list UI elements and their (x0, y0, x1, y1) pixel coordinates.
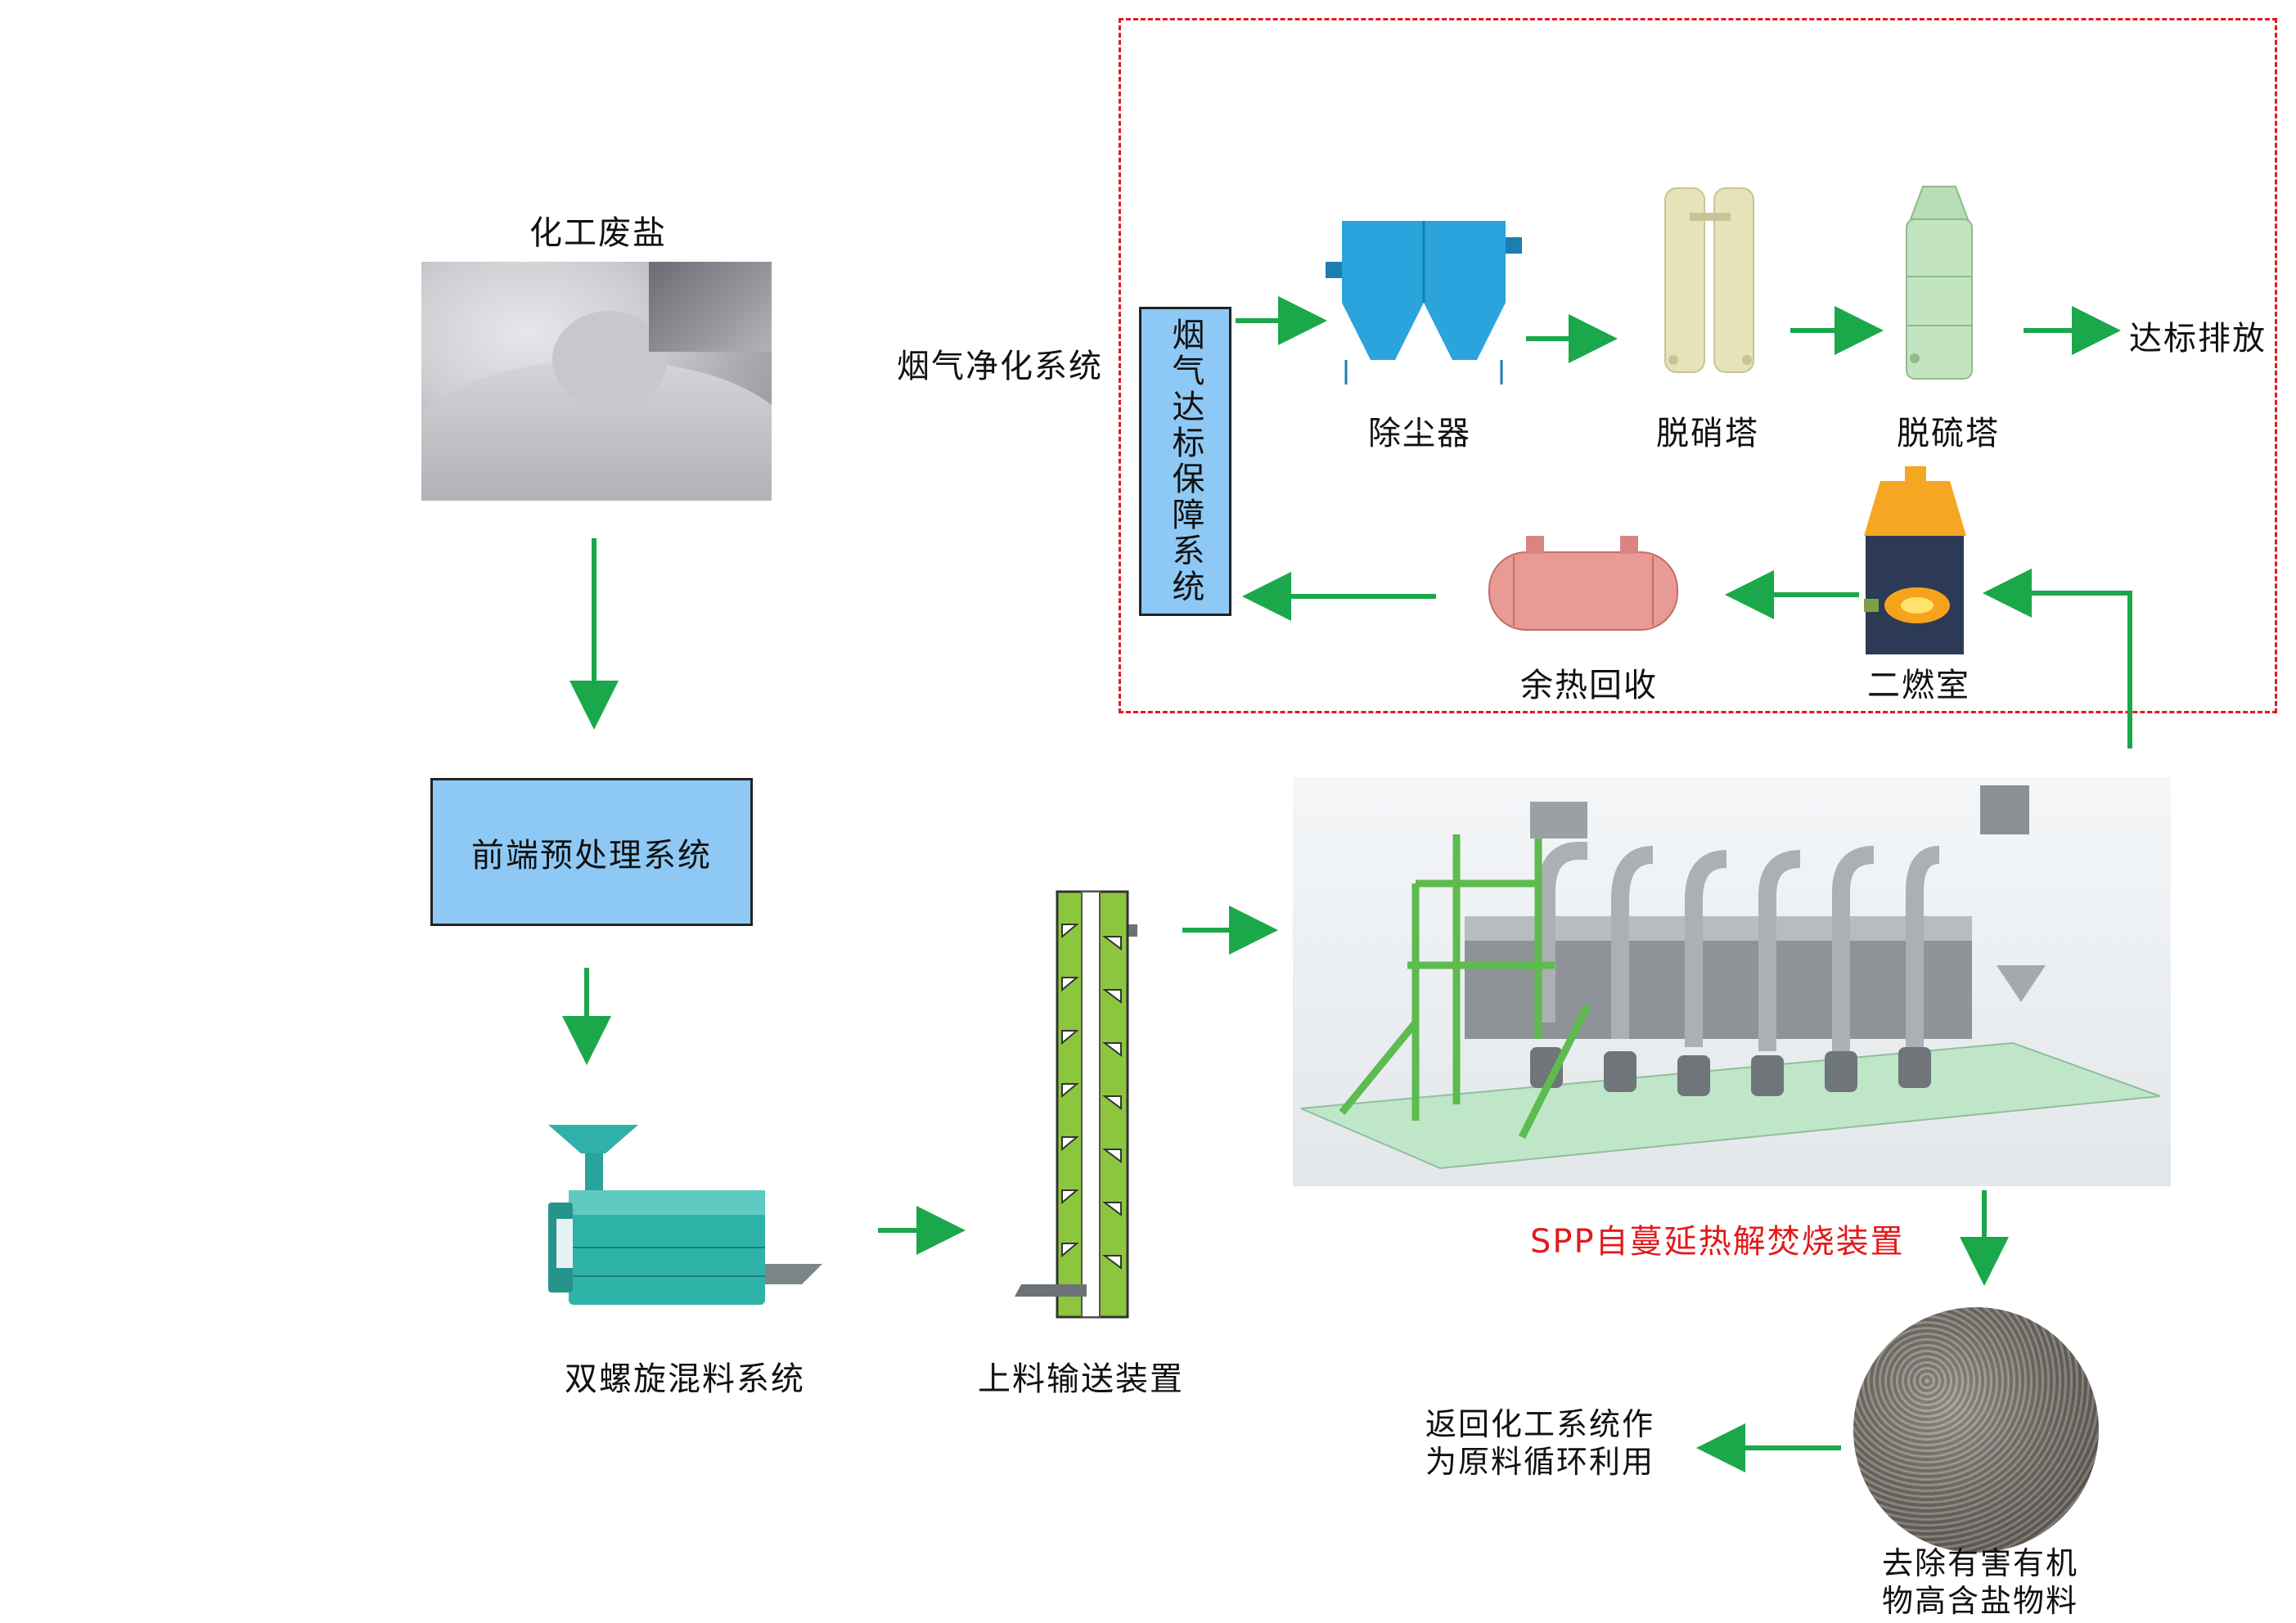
waste-salt-label: 化工废盐 (529, 214, 667, 252)
denitration-tower-unit (1657, 180, 1763, 380)
recycle-label: 返回化工系统作 为原料循环利用 (1425, 1405, 1654, 1481)
waste-salt-image (421, 262, 772, 501)
recycle-label-line2: 为原料循环利用 (1425, 1444, 1655, 1480)
desulfurization-tower-unit (1898, 186, 1980, 383)
mixing-label: 双螺旋混料系统 (565, 1360, 805, 1398)
bucket-conveyor (1015, 890, 1146, 1319)
flue-gas-zone-border (1119, 18, 2277, 713)
spp-furnace-image (1293, 777, 2171, 1186)
product-label-line1: 去除有害有机 (1881, 1545, 2078, 1581)
desulfurization-label: 脱硫塔 (1897, 415, 2000, 452)
dust-remover-label: 除尘器 (1368, 415, 1471, 452)
product-label-line2: 物高含盐物料 (1881, 1583, 2078, 1619)
furnace-label: SPP自蔓延热解焚烧装置 (1530, 1223, 1905, 1261)
emission-label: 达标排放 (2129, 320, 2267, 357)
mixer-machine (540, 1125, 835, 1313)
heat-recovery-unit (1481, 532, 1686, 634)
pretreatment-label: 前端预处理系统 (471, 836, 712, 874)
secondary-chamber-label: 二燃室 (1867, 667, 1970, 704)
product-image (1853, 1307, 2099, 1553)
guarantee-system-label: 烟气达标保障系统 (1166, 317, 1204, 605)
guarantee-system-box: 烟气达标保障系统 (1139, 307, 1231, 616)
denitration-label: 脱硝塔 (1656, 415, 1759, 452)
dust-remover-unit (1326, 221, 1522, 384)
heat-recovery-label: 余热回收 (1520, 667, 1658, 704)
recycle-label-line1: 返回化工系统作 (1425, 1406, 1655, 1442)
conveyor-label: 上料输送装置 (978, 1360, 1184, 1398)
pretreatment-box: 前端预处理系统 (430, 778, 753, 926)
arrow-furnace-to-secondary-chamber (1983, 569, 2132, 749)
flue-gas-system-label: 烟气净化系统 (897, 348, 1103, 385)
secondary-chamber-unit (1864, 466, 1966, 656)
product-label: 去除有害有机 物高含盐物料 (1874, 1544, 2087, 1620)
